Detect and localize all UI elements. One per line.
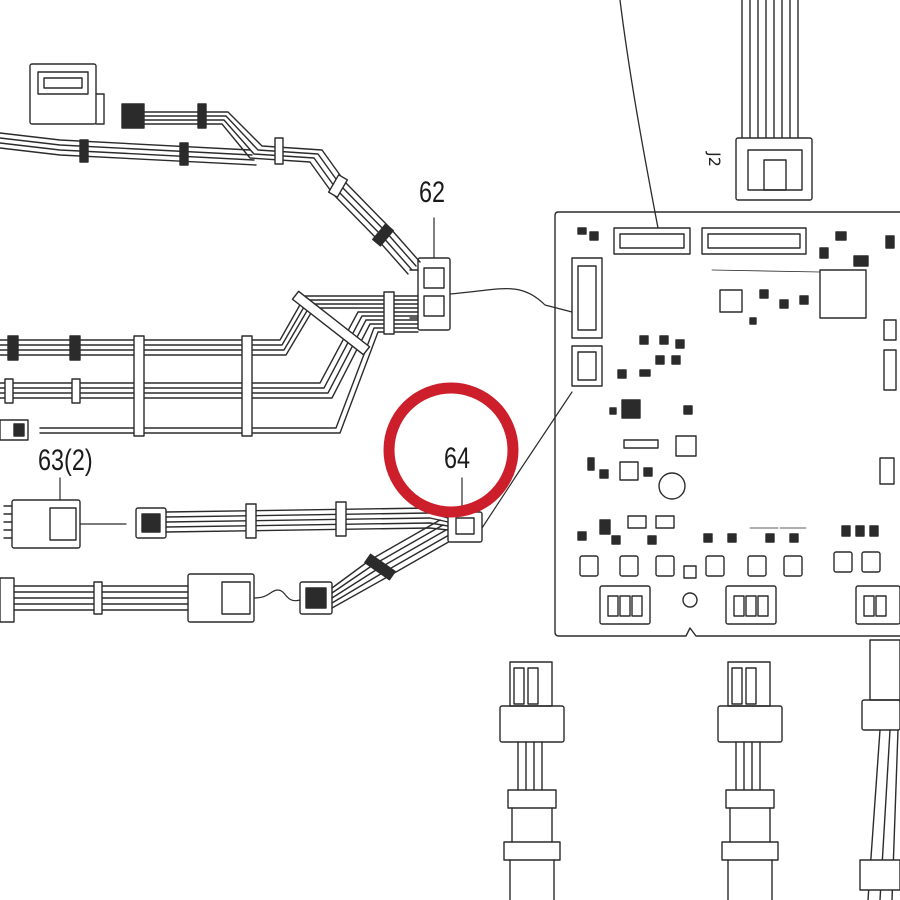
connector-62: [409, 217, 451, 331]
callout-64: 64: [444, 442, 471, 475]
bottom-plug-3: [859, 639, 900, 900]
connector-62-signal-wire: [449, 288, 573, 313]
upper-harness-bundle: [0, 103, 421, 275]
small-connector-module-top-left: [29, 63, 105, 125]
lower-harness-bundle: [135, 501, 449, 539]
top-connector-j2: [735, 0, 813, 201]
lower-angled-harness: [299, 519, 453, 615]
bottom-left-harness: [0, 573, 301, 623]
small-plug-top: [121, 103, 145, 129]
connector-64: [447, 391, 573, 543]
connector-label-j2: J2: [705, 152, 724, 167]
control-board: [554, 211, 900, 637]
small-end-connector-left: [0, 419, 29, 441]
bottom-plug-1: [499, 661, 565, 900]
highlight-ring: [383, 382, 519, 518]
middle-harness-bundle: [0, 290, 419, 437]
callout-63: 63(2): [38, 444, 93, 477]
bottom-plug-2: [717, 661, 783, 900]
connector-63: [3, 477, 127, 549]
thin-cable-top: [619, 0, 659, 229]
callout-62: 62: [419, 176, 446, 209]
